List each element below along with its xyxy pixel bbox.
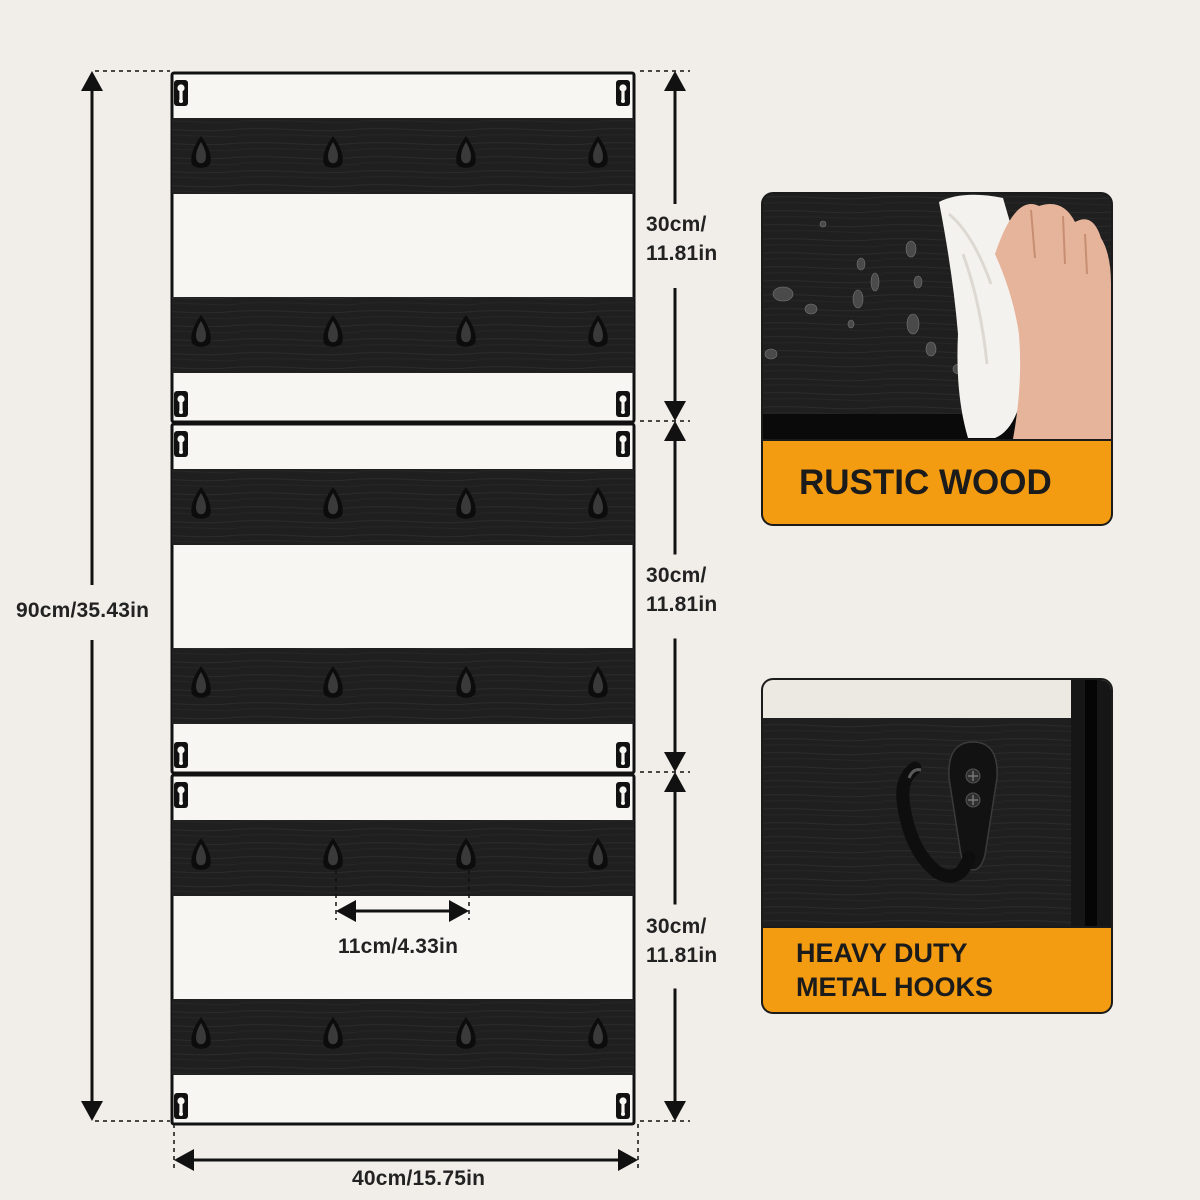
panel-2-height-line-2: 11.81in <box>646 593 718 616</box>
wood-board-surface <box>172 648 634 724</box>
panel-3-height-line-lower <box>664 988 686 1121</box>
panel-2-height-line-lower <box>664 638 686 772</box>
hook-spacing-label: 11cm/4.33in <box>338 935 459 958</box>
arrow-head <box>174 1149 194 1171</box>
wood-board-surface <box>172 297 634 373</box>
hand-with-cloth-icon <box>939 194 1111 439</box>
feature-title-metal-hooks-line-2: METAL HOOKS <box>796 972 994 1002</box>
keyhole-icon <box>174 1093 188 1119</box>
panel-3-height-line-upper <box>664 772 686 905</box>
arrow-head <box>81 71 103 91</box>
feature-banner-metal-hooks: HEAVY DUTY METAL HOOKS <box>763 926 1111 1012</box>
arrow-head <box>618 1149 638 1171</box>
keyhole-icon <box>174 742 188 768</box>
feature-title-rustic-wood: RUSTIC WOOD <box>799 462 1052 502</box>
arrow-head <box>664 71 686 91</box>
wall-panel-3 <box>170 773 636 1126</box>
wall-panels <box>170 71 636 1126</box>
keyhole-icon <box>174 782 188 808</box>
panel-2-height-line-upper <box>664 421 686 555</box>
arrow-head <box>81 1101 103 1121</box>
total-height-label: 90cm/35.43in <box>16 599 150 622</box>
wood-board <box>172 648 634 724</box>
total-height-line-upper <box>81 71 103 585</box>
panel-1-height-line-upper <box>664 71 686 204</box>
total-height-line-lower <box>81 640 103 1121</box>
feature-card-rustic-wood: RUSTIC WOOD <box>761 192 1113 526</box>
panel-3-height-line-2: 11.81in <box>646 944 718 967</box>
wood-board <box>172 999 634 1075</box>
wood-board-surface <box>172 999 634 1075</box>
panel-1-height-line-2: 11.81in <box>646 242 718 265</box>
panel-1-height-line-lower <box>664 288 686 421</box>
keyhole-icon <box>616 1093 630 1119</box>
feature-card-metal-hooks: HEAVY DUTY METAL HOOKS <box>761 678 1113 1014</box>
arrow-head <box>664 772 686 792</box>
wood-board <box>172 297 634 373</box>
arrow-head <box>664 1101 686 1121</box>
wall-panel-1 <box>170 71 636 424</box>
panel-2-height-label: 30cm/ 11.81in <box>646 561 717 619</box>
keyhole-icon <box>616 742 630 768</box>
keyhole-icon <box>174 80 188 106</box>
wood-board <box>172 118 634 194</box>
arrow-head <box>664 421 686 441</box>
arrow-head <box>664 401 686 421</box>
wood-board-surface <box>172 820 634 896</box>
panel-3-height-line-1: 30cm/ <box>646 915 707 938</box>
wood-wipe-photo <box>763 194 1111 439</box>
wall-panel-2 <box>170 422 636 775</box>
wood-board <box>172 469 634 545</box>
width-label: 40cm/15.75in <box>352 1167 486 1190</box>
keyhole-icon <box>616 80 630 106</box>
metal-hook-icon <box>896 741 998 883</box>
hook-spacing-line <box>336 900 469 922</box>
feature-banner-rustic-wood: RUSTIC WOOD <box>763 439 1111 524</box>
arrow-head <box>664 752 686 772</box>
wood-board-surface <box>172 469 634 545</box>
width-line <box>174 1149 638 1171</box>
panel-2-height-line-1: 30cm/ <box>646 564 707 587</box>
panel-1-height-label: 30cm/ 11.81in <box>646 210 717 268</box>
metal-hook-photo <box>763 680 1111 926</box>
wood-board <box>172 820 634 896</box>
panel-3-height-label: 30cm/ 11.81in <box>646 912 717 970</box>
wood-board-surface <box>172 118 634 194</box>
arrow-head <box>449 900 469 922</box>
keyhole-icon <box>616 431 630 457</box>
dimension-lines <box>81 70 690 1172</box>
keyhole-icon <box>174 431 188 457</box>
keyhole-icon <box>616 391 630 417</box>
keyhole-icon <box>174 391 188 417</box>
arrow-head <box>336 900 356 922</box>
keyhole-icon <box>616 782 630 808</box>
feature-title-metal-hooks-line-1: HEAVY DUTY <box>796 938 968 968</box>
panel-1-height-line-1: 30cm/ <box>646 213 707 236</box>
